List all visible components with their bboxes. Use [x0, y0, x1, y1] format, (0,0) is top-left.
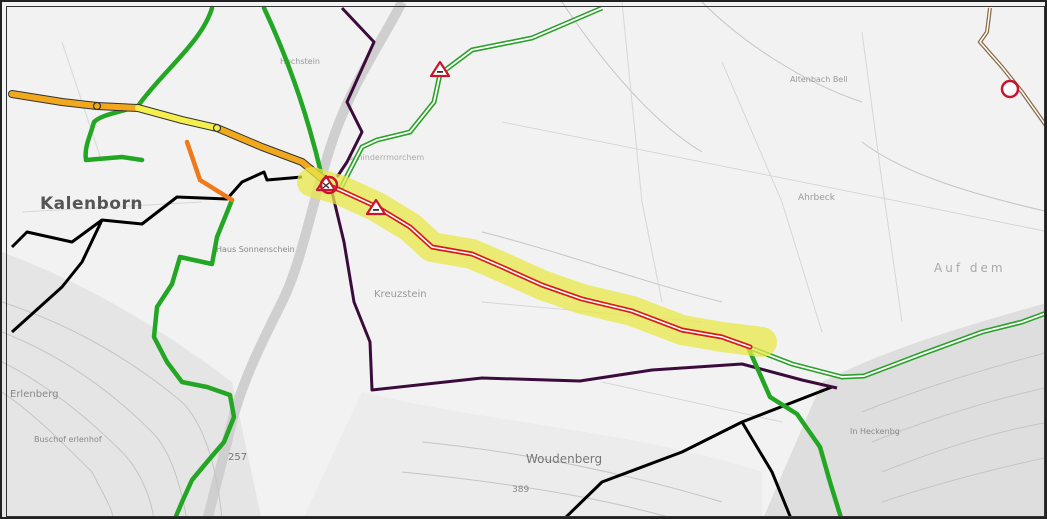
map-labels: Kalenborn Woudenberg 257 389 Haus Sonnen… [10, 57, 1006, 495]
warning-triangle-icon[interactable] [429, 60, 451, 78]
double-green-trails [337, 5, 1045, 380]
label-kalenborn: Kalenborn [40, 194, 143, 214]
warning-triangle-icon[interactable] [365, 198, 387, 216]
label-route-257: 257 [228, 452, 247, 463]
circle-marker-icon[interactable] [319, 175, 339, 195]
brown-road-top-right [977, 7, 1045, 128]
label-erlenberg: Erlenberg [10, 389, 58, 400]
label-altenbach: Altenbach Bell [790, 75, 848, 84]
label-woudenberg: Woudenberg [526, 452, 602, 466]
label-buschof: Buschof erlenhof [34, 435, 102, 444]
circle-marker-icon[interactable] [1000, 79, 1020, 99]
boundary-lines-purple [330, 6, 838, 392]
label-heckenberg: In Heckenbg [850, 427, 900, 436]
label-elev-389: 389 [512, 485, 529, 495]
label-hausen-area: Haus Sonnenschein [216, 245, 295, 254]
label-ahrbeck: Ahrbeck [798, 193, 836, 203]
label-auf-dem: Auf dem [934, 261, 1006, 275]
label-schindermorchem: Schinderrmorchem [348, 153, 424, 162]
label-kreuzstein: Kreuzstein [374, 289, 427, 300]
label-hochstein: Hochstein [280, 57, 320, 66]
boundary-lines-black [10, 170, 833, 517]
orange-path [184, 139, 235, 203]
green-trails [83, 5, 844, 517]
